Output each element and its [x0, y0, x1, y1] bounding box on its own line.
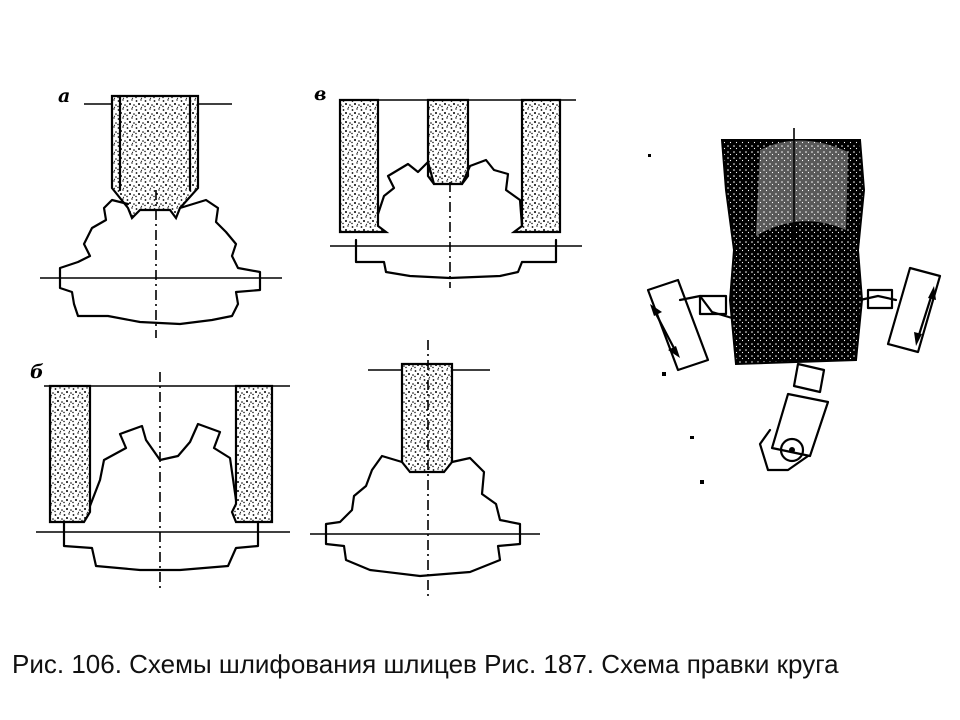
scheme-a: а: [40, 85, 282, 338]
right-arrow-head-up: [928, 286, 936, 300]
scheme-b-shaft-bottom: [62, 520, 260, 572]
left-holder-frame: [646, 278, 710, 372]
figure-caption: Рис. 106. Схемы шлифования шлицев Рис. 1…: [12, 649, 839, 679]
wheel-dressing-scheme: [646, 128, 942, 484]
speck: [648, 154, 651, 157]
scheme-v-right-wheel: [510, 98, 562, 234]
right-arrow-head-down: [914, 332, 922, 346]
left-dressing-holder: [646, 278, 734, 372]
wheel-highlight: [756, 140, 848, 236]
scheme-v-middle-wheel: [426, 98, 470, 186]
speck: [690, 436, 694, 439]
right-move-arrow-line: [916, 292, 934, 340]
scheme-v: в: [314, 83, 582, 288]
right-holder-arm: [858, 294, 898, 302]
scheme-v-left-wheel: [338, 98, 390, 234]
roller-bracket: [758, 428, 810, 472]
roller-clamp: [792, 362, 826, 394]
roller-body: [770, 392, 830, 458]
scheme-a-grinding-wheel: [110, 94, 200, 221]
scheme-d-grinding-wheel: [400, 362, 454, 474]
left-arrow-head-down: [668, 346, 680, 358]
scheme-b-left-wheel: [48, 384, 92, 524]
scheme-b-right-wheel: [230, 384, 274, 524]
label-v: в: [314, 83, 326, 105]
right-holder-frame: [886, 266, 942, 354]
label-b: б: [30, 361, 44, 383]
scheme-d: [310, 340, 540, 600]
left-arrow-head-up: [650, 304, 662, 316]
scheme-b: б: [30, 361, 290, 590]
roller-wheel: [779, 437, 805, 463]
right-dressing-holder: [858, 266, 942, 354]
scheme-v-splined-shaft: [376, 158, 524, 228]
left-holder-clamp: [698, 294, 728, 316]
speck: [662, 372, 666, 376]
diagram-canvas: а в б: [30, 83, 942, 600]
roller-axle: [789, 447, 795, 453]
left-move-arrow-line: [652, 308, 678, 354]
label-a: а: [58, 85, 70, 107]
bottom-roller-holder: [758, 362, 830, 472]
scheme-a-splined-shaft: [58, 198, 262, 326]
scheme-b-splined-shaft: [88, 422, 238, 508]
right-holder-clamp: [866, 288, 894, 310]
dressed-grinding-wheel: [720, 139, 866, 366]
speck: [700, 480, 704, 484]
scheme-d-splined-shaft: [324, 454, 522, 578]
